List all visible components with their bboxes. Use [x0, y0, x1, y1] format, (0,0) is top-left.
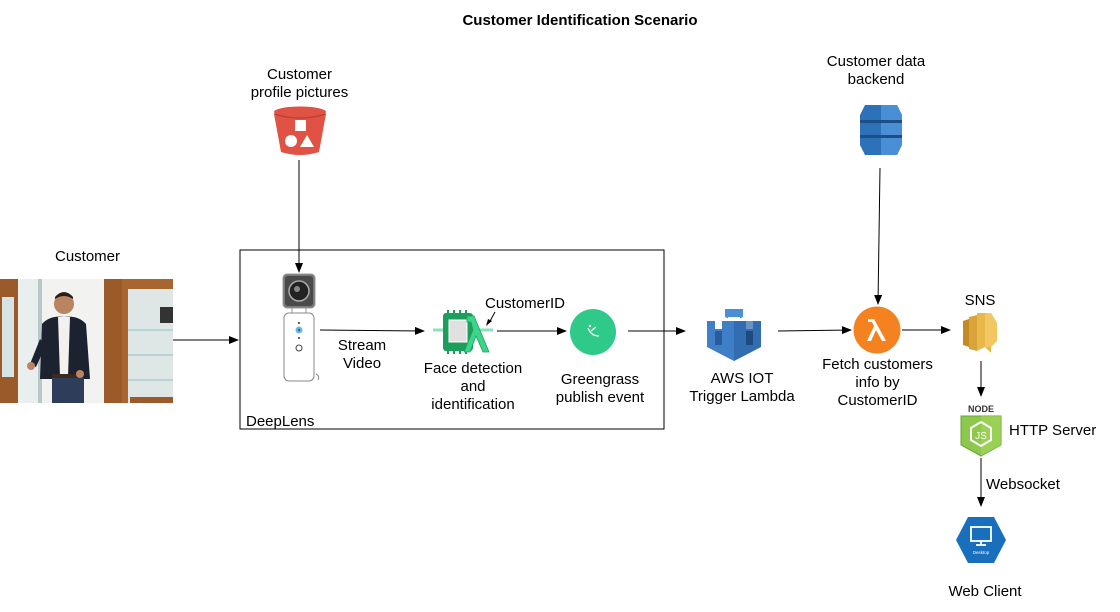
lambda-icon [853, 306, 901, 354]
sns-label: SNS [964, 292, 996, 309]
customer-id-label: CustomerID [485, 295, 566, 312]
greengrass-icon [570, 309, 616, 355]
edge-backend-lambda [874, 167, 883, 305]
greengrass-lambda-chip-icon [433, 310, 493, 354]
s3-bucket-icon [273, 106, 327, 155]
lambda-label: Fetch customers info by CustomerID [822, 356, 933, 409]
deeplens-boundary [239, 249, 665, 430]
deeplens-label: DeepLens [246, 413, 315, 430]
sns-icon [963, 313, 997, 353]
http-server-label: HTTP Server [1009, 422, 1097, 439]
customer-backend-label: Customer data backend [826, 53, 926, 88]
edge-iot-lambda [777, 326, 852, 335]
web-client-label: Web Client [948, 583, 1022, 600]
customer-photo [0, 279, 173, 403]
edge-customerid-arrowhead [486, 319, 492, 326]
deeplens-camera-icon [282, 273, 320, 382]
websocket-label: Websocket [986, 476, 1060, 493]
profile-pictures-label: Customer profile pictures [250, 66, 349, 101]
desktop-icon: Desktop [956, 517, 1006, 563]
face-detection-label: Face detection and identification [423, 360, 523, 413]
aws-iot-castle-icon [707, 309, 761, 361]
aws-iot-label: AWS IOT Trigger Lambda [689, 370, 795, 405]
nodejs-badge-text: NODE [968, 404, 994, 414]
nodejs-js-glyph: JS [975, 431, 987, 442]
dynamodb-icon [860, 105, 902, 155]
edge-deeplens-face [319, 326, 425, 335]
greengrass-label: Greengrass publish event [555, 371, 645, 406]
nodejs-icon: NODE JS [958, 401, 1004, 457]
customer-label: Customer [54, 248, 121, 265]
diagram-title: Customer Identification Scenario [462, 12, 698, 29]
stream-video-label: Stream Video [337, 337, 387, 372]
desktop-caption: Desktop [973, 550, 990, 555]
